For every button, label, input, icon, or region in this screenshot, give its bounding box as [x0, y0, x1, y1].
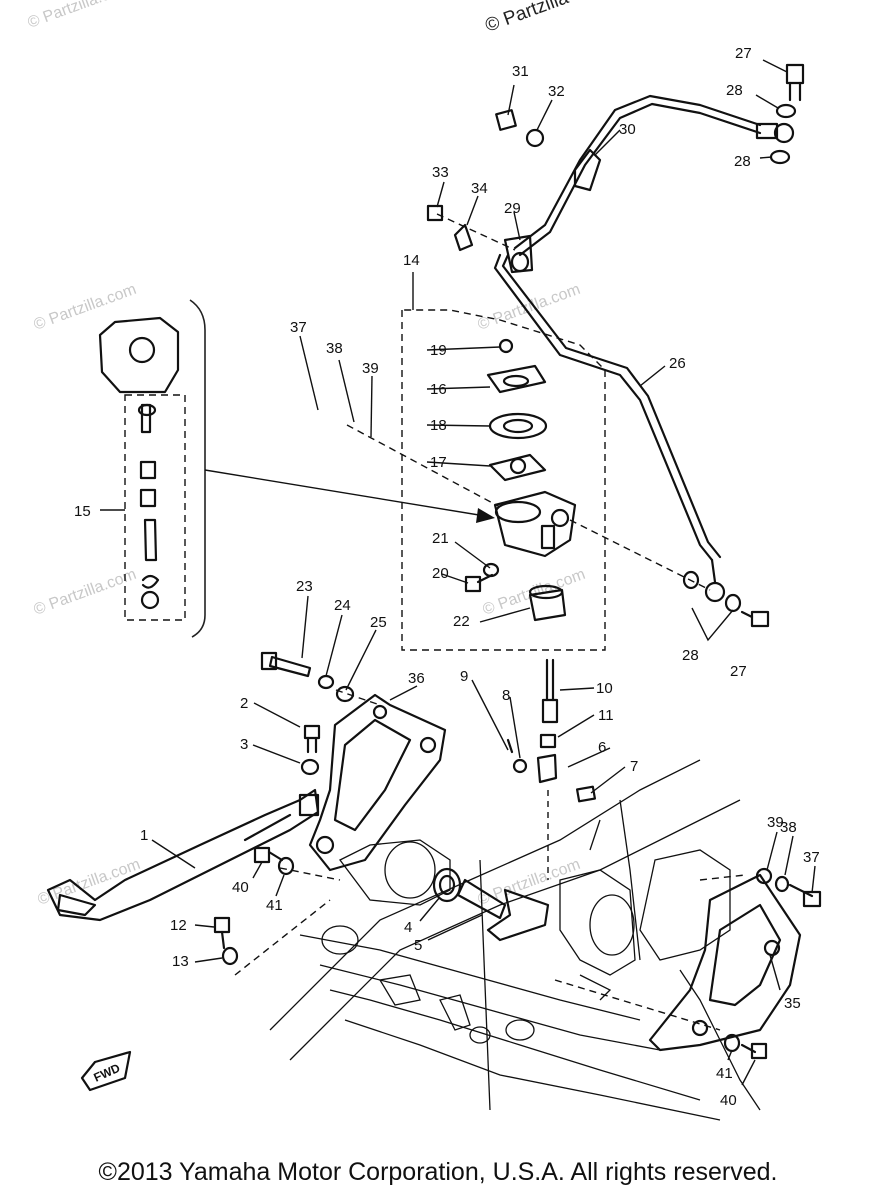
- watermark: © Partzilla.com: [32, 281, 139, 334]
- bolts-left: [213, 651, 355, 966]
- callout-29: 29: [504, 200, 521, 217]
- watermark: © Partzilla.com: [36, 856, 143, 909]
- callout-31: 31: [512, 63, 529, 80]
- callout-24: 24: [334, 597, 351, 614]
- callout-leaders: [100, 59, 816, 1086]
- rear-brake-parts-diagram: © Partzilla.com © Partzilla © Partzilla.…: [26, 0, 822, 1121]
- callout-8: 8: [502, 687, 510, 704]
- callout-9: 9: [460, 668, 468, 685]
- callout-23: 23: [296, 578, 313, 595]
- callout-33: 33: [432, 164, 449, 181]
- callout-2: 2: [240, 695, 248, 712]
- callout-38-right: 38: [780, 819, 797, 836]
- callout-21: 21: [432, 530, 449, 547]
- callout-28-lower: 28: [682, 647, 699, 664]
- callout-40-left: 40: [232, 879, 249, 896]
- master-cylinder-parts: [464, 338, 577, 622]
- callout-30: 30: [619, 121, 636, 138]
- callout-13: 13: [172, 953, 189, 970]
- callout-19: 19: [430, 342, 447, 359]
- callout-6: 6: [598, 739, 606, 756]
- callout-22: 22: [453, 613, 470, 630]
- watermark-top: © Partzilla: [483, 0, 572, 37]
- callout-34: 34: [471, 180, 488, 197]
- hose-fittings: [426, 63, 805, 274]
- watermark: © Partzilla.com: [32, 566, 139, 619]
- group-15-arrow: [204, 469, 486, 517]
- callout-32: 32: [548, 83, 565, 100]
- connection-lines: [234, 213, 711, 976]
- callout-38-left: 38: [326, 340, 343, 357]
- brake-hose-26: [493, 94, 795, 603]
- callout-36: 36: [408, 670, 425, 687]
- callout-20: 20: [432, 565, 449, 582]
- callout-4: 4: [404, 919, 412, 936]
- callout-3: 3: [240, 736, 248, 753]
- motorcycle-frame: [269, 759, 761, 1121]
- callout-labels: 1 2 3 4 5 6 7 8 9 10 11 12 13 14 15 16 1…: [74, 45, 820, 1109]
- watermark: © Partzilla.com: [476, 281, 583, 334]
- watermark: © Partzilla.com: [26, 0, 133, 32]
- callout-35: 35: [784, 995, 801, 1012]
- callout-28-upper: 28: [726, 82, 743, 99]
- callout-11: 11: [598, 707, 614, 724]
- callout-37-right: 37: [803, 849, 820, 866]
- brake-rod-and-shaft: [432, 658, 597, 942]
- callout-37-left: 37: [290, 319, 307, 336]
- callout-7: 7: [630, 758, 638, 775]
- callout-16: 16: [430, 381, 447, 398]
- callout-28-middle: 28: [734, 153, 751, 170]
- footrest-bracket-35: [554, 867, 822, 1060]
- callout-39-left: 39: [362, 360, 379, 377]
- brake-pedal-and-bracket: [46, 693, 447, 922]
- callout-40-right: 40: [720, 1092, 737, 1109]
- callout-39-right: 39: [767, 814, 784, 831]
- callout-41-left: 41: [266, 897, 283, 914]
- master-cylinder-group-box: [401, 309, 606, 651]
- callout-17: 17: [430, 454, 447, 471]
- callout-27-bottom: 27: [730, 663, 747, 680]
- copyright-footer: ©2013 Yamaha Motor Corporation, U.S.A. A…: [98, 1158, 778, 1186]
- callout-12: 12: [170, 917, 187, 934]
- forward-direction-arrow: FWD: [80, 1050, 132, 1092]
- callout-18: 18: [430, 417, 447, 434]
- callout-25: 25: [370, 614, 387, 631]
- callout-15: 15: [74, 503, 91, 520]
- callout-10: 10: [596, 680, 613, 697]
- callout-26: 26: [669, 355, 686, 372]
- reservoir-group-15: [98, 299, 206, 638]
- callout-27-top: 27: [735, 45, 752, 62]
- callout-5: 5: [414, 937, 422, 954]
- callout-14: 14: [403, 252, 420, 269]
- callout-41-right: 41: [716, 1065, 733, 1082]
- callout-1: 1: [140, 827, 148, 844]
- arrow-head: [476, 508, 495, 523]
